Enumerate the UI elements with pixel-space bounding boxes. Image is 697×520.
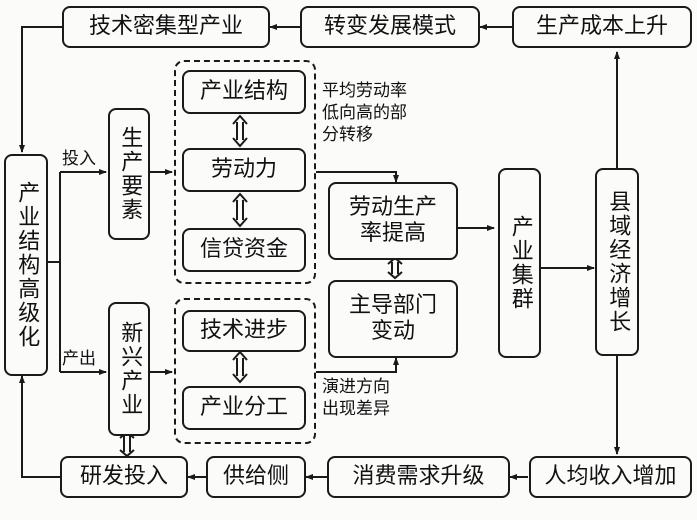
- emerging-industry-label: 新兴产业: [117, 321, 143, 417]
- income-increase-label: 人均收入增加: [544, 463, 677, 489]
- factor-group-upper: [174, 60, 316, 284]
- productivity-label: 劳动生产 率提高: [348, 194, 437, 246]
- cost-rise-box: 生产成本上升: [512, 6, 692, 48]
- industrial-division-box: 产业分工: [182, 386, 306, 430]
- output-label: 产出: [62, 349, 96, 369]
- tech-progress-label: 技术进步: [199, 317, 288, 343]
- industrial-structure-box: 产业结构: [182, 70, 306, 114]
- industrial-cluster-box: 产业集群: [498, 168, 541, 358]
- arrow-group-to-productivity: [316, 171, 399, 183]
- production-factors-label: 生产要素: [117, 126, 143, 222]
- leading-sector-box: 主导部门 变动: [328, 280, 458, 358]
- tech-intensive-industry-box: 技术密集型产业: [62, 6, 270, 48]
- tech-progress-box: 技术进步: [182, 310, 306, 352]
- industrial-division-label: 产业分工: [199, 394, 288, 420]
- industrial-upgrading-box: 产业结构高级化: [4, 154, 48, 376]
- consumption-upgrade-box: 消费需求升级: [327, 456, 510, 498]
- input-label: 投入: [62, 149, 96, 169]
- income-increase-box: 人均收入增加: [529, 456, 692, 498]
- credit-funds-box: 信贷资金: [182, 228, 306, 272]
- upper-transfer-note: 平均劳动率 低向高的部 分转移: [322, 81, 407, 145]
- labor-label: 劳动力: [210, 156, 277, 182]
- labor-box: 劳动力: [182, 148, 306, 192]
- tech-intensive-industry-label: 技术密集型产业: [88, 13, 243, 39]
- industrial-cluster-label: 产业集群: [507, 215, 533, 311]
- supply-side-label: 供给侧: [222, 463, 289, 489]
- supply-side-box: 供给侧: [206, 456, 306, 498]
- production-factors-box: 生产要素: [108, 108, 150, 240]
- double-arrow-productivity-leading: [387, 256, 403, 280]
- arrow-tech-to-upgrading: [19, 26, 62, 153]
- emerging-industry-box: 新兴产业: [108, 302, 150, 436]
- cost-rise-label: 生产成本上升: [535, 13, 668, 39]
- industrial-structure-label: 产业结构: [199, 78, 288, 104]
- county-growth-label: 县域经济增长: [605, 190, 631, 334]
- credit-funds-label: 信贷资金: [199, 236, 288, 262]
- arrow-group-to-leading: [316, 357, 399, 373]
- productivity-box: 劳动生产 率提高: [328, 182, 458, 260]
- transform-mode-label: 转变发展模式: [323, 13, 456, 39]
- rd-investment-box: 研发投入: [60, 456, 188, 498]
- leading-sector-label: 主导部门 变动: [348, 292, 437, 344]
- consumption-upgrade-label: 消费需求升级: [352, 463, 485, 489]
- factor-group-lower: [174, 298, 316, 444]
- industrial-upgrading-label: 产业结构高级化: [14, 181, 40, 349]
- rd-investment-label: 研发投入: [79, 463, 168, 489]
- county-growth-box: 县域经济增长: [595, 168, 639, 356]
- transform-mode-box: 转变发展模式: [300, 6, 480, 48]
- arrow-rd-to-upgrading: [19, 375, 60, 478]
- lower-divergence-note: 演进方向 出现差异: [322, 377, 390, 419]
